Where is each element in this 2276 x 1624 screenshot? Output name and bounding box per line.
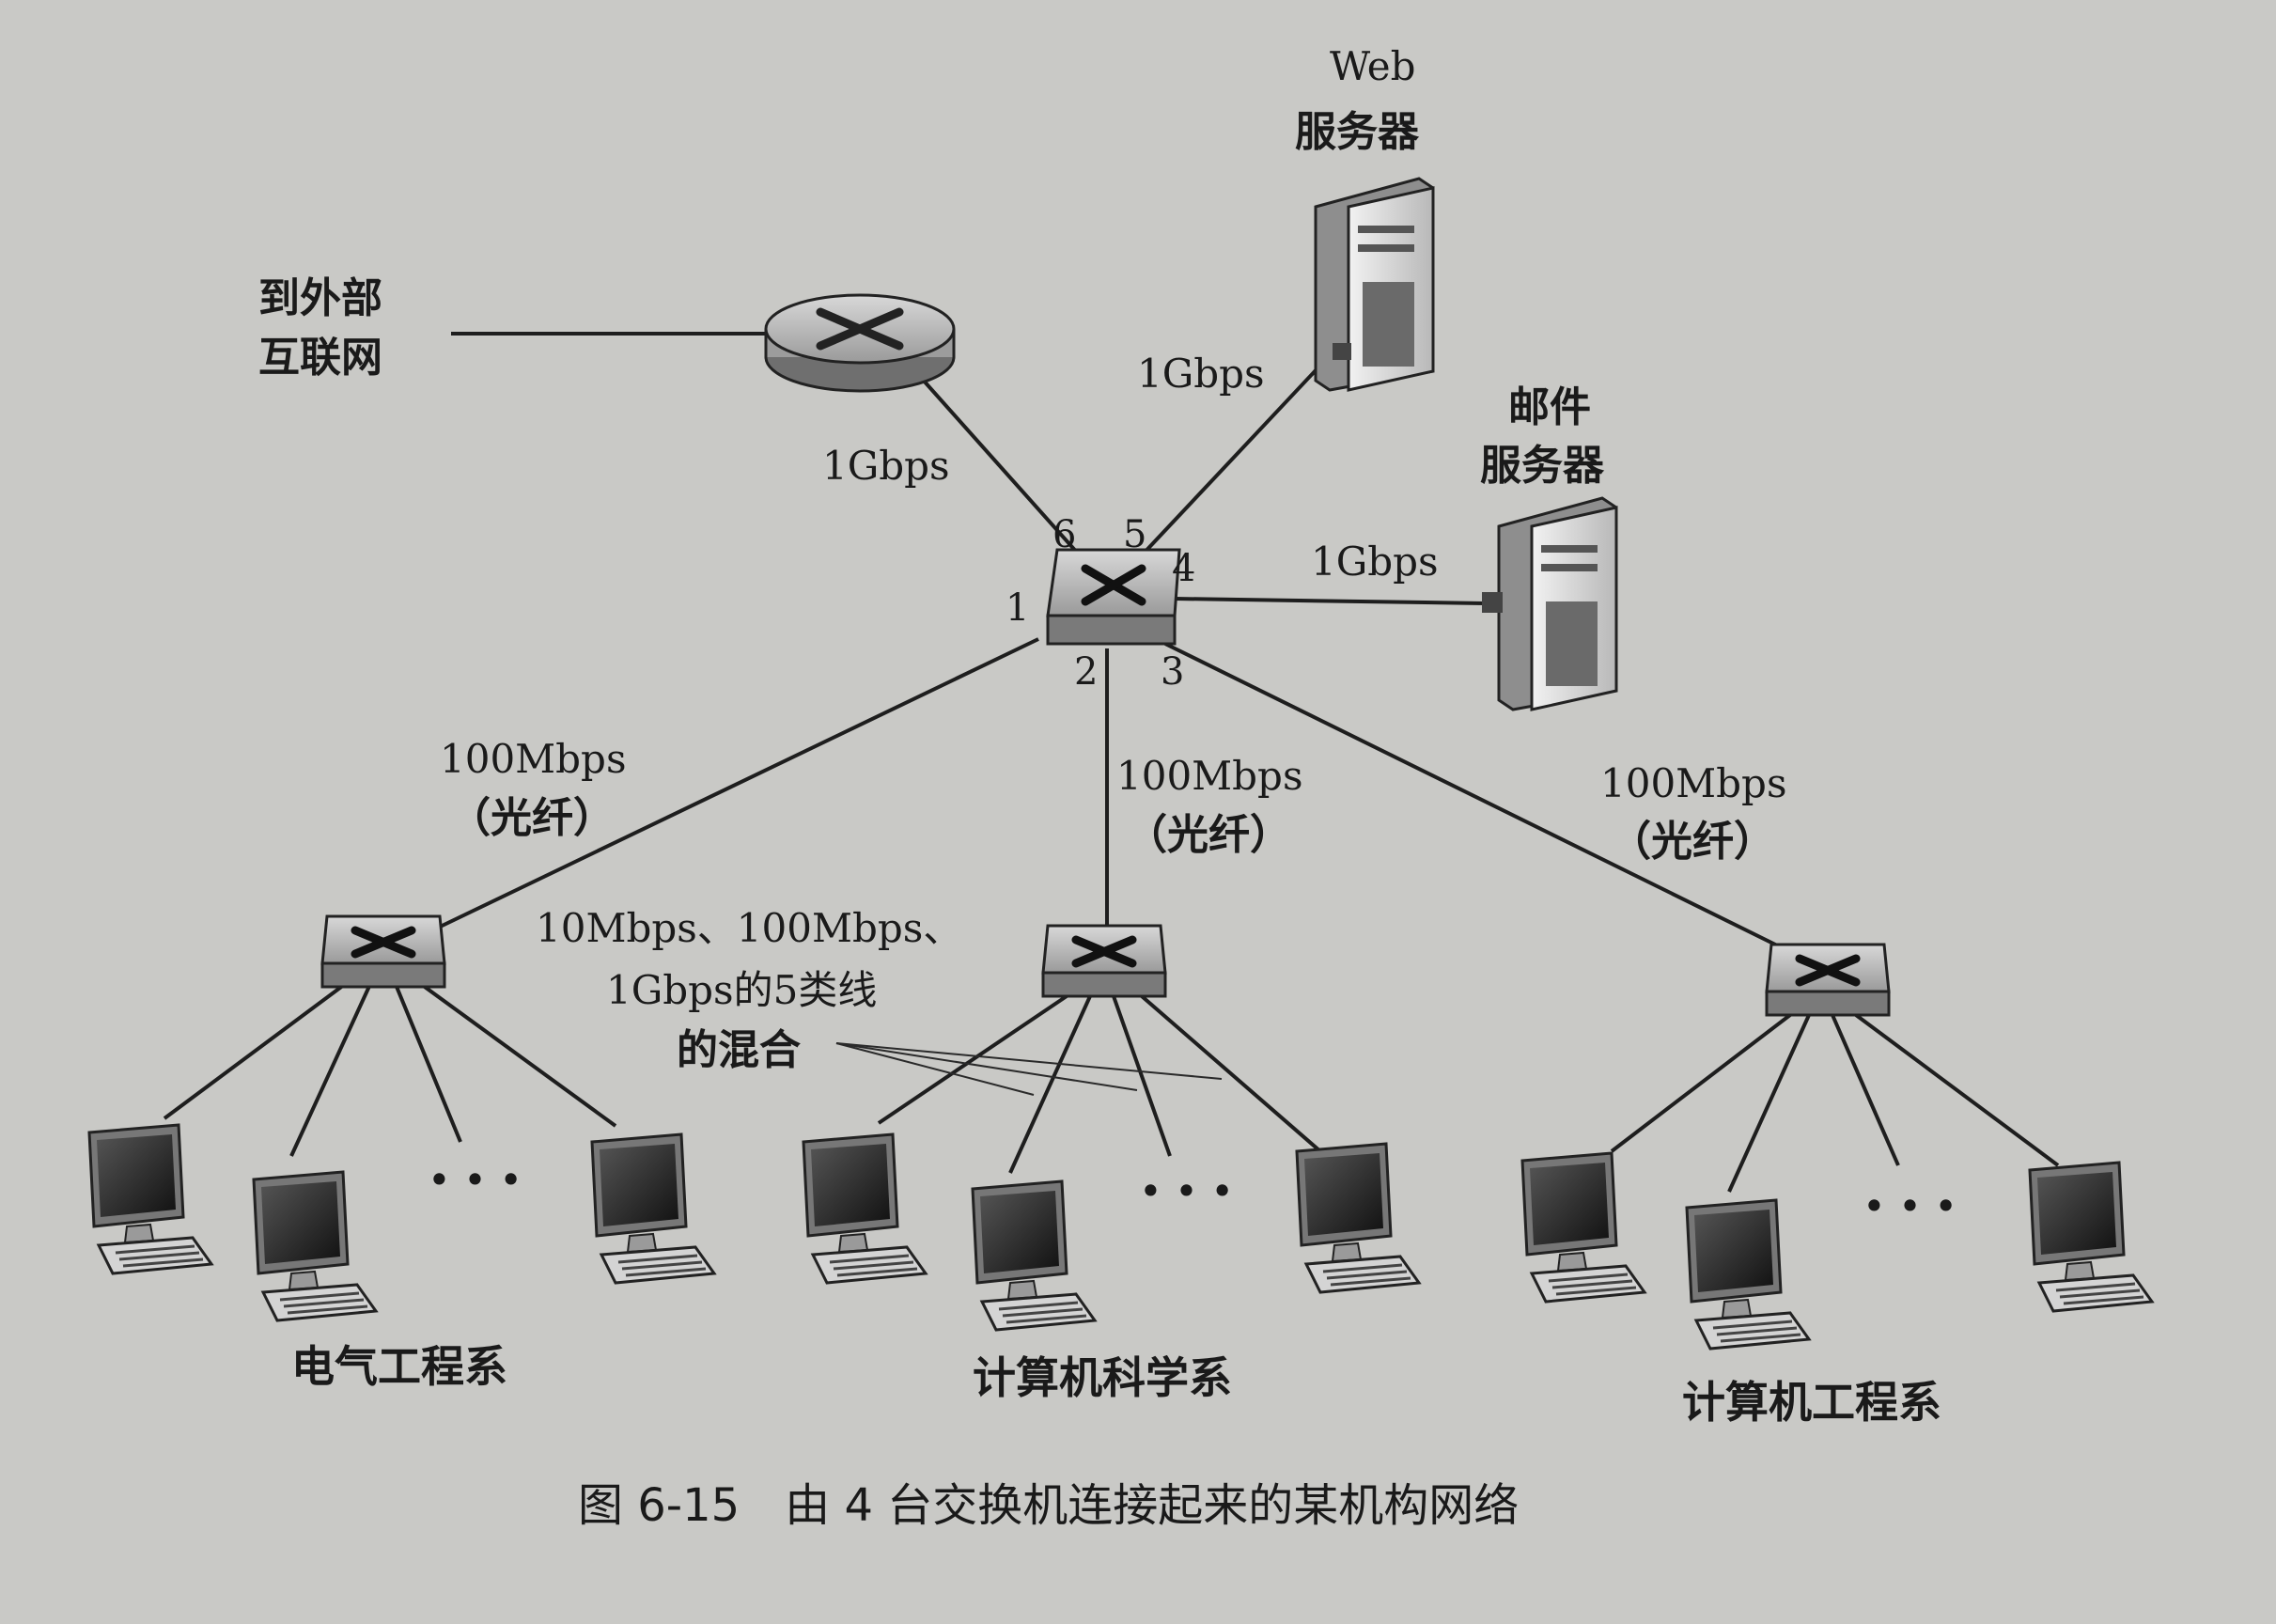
link-core-ce: [1164, 642, 1833, 975]
port-1: 1: [1005, 586, 1029, 630]
web-server-icon: [1314, 177, 1435, 392]
dept-cs: 计算机科学系: [973, 1352, 1232, 1403]
cs-uplink-speed: 100Mbps: [1116, 753, 1303, 799]
switch-ee: [320, 914, 446, 989]
port-3: 3: [1161, 650, 1184, 694]
switch-arrows-icon: [351, 926, 416, 959]
switch-ce: [1765, 943, 1891, 1017]
desktop-computer-icon: [252, 1170, 379, 1322]
cs-uplink-medium: （光纤）: [1126, 811, 1291, 859]
ellipsis-ce: • • •: [1863, 1183, 1957, 1229]
access-note-2: 1Gbps的5类线: [606, 967, 877, 1013]
desktop-computer-icon: [590, 1132, 717, 1285]
switch-arrows-icon: [1081, 564, 1146, 606]
desktop-computer-icon: [87, 1123, 214, 1275]
access-note-1: 10Mbps、100Mbps、: [536, 905, 962, 951]
dept-ee: 电气工程系: [291, 1341, 507, 1392]
mail-server-label-2: 服务器: [1480, 442, 1605, 490]
port-2: 2: [1074, 650, 1098, 694]
port-5: 5: [1123, 513, 1146, 556]
web-server-label-1: Web: [1330, 43, 1416, 89]
desktop-computer-icon: [1685, 1198, 1812, 1351]
port-6: 6: [1052, 513, 1076, 556]
router-link-speed: 1Gbps: [822, 443, 950, 489]
port-4: 4: [1172, 547, 1195, 590]
link-core-web: [1137, 351, 1334, 560]
link-core-mail: [1174, 597, 1486, 605]
ee-uplink-speed: 100Mbps: [440, 736, 627, 782]
figure-caption: 图 6-15 由 4 台交换机连接起来的某机构网络: [578, 1479, 1519, 1532]
desktop-computer-icon: [802, 1132, 928, 1285]
link-core-ee: [431, 637, 1039, 932]
computers: [87, 1123, 2155, 1351]
mail-link-speed: 1Gbps: [1311, 539, 1439, 585]
external-label-2: 互联网: [258, 334, 382, 382]
ellipsis-ee: • • •: [428, 1157, 522, 1203]
ellipsis-cs: • • •: [1139, 1168, 1234, 1214]
desktop-computer-icon: [2028, 1161, 2155, 1313]
router: [764, 293, 956, 393]
switch-arrows-icon: [1071, 935, 1137, 968]
mail-server-label-1: 邮件: [1508, 383, 1591, 431]
router-cross-icon: [816, 307, 904, 351]
access-note-3: 的混合: [677, 1026, 801, 1074]
switch-arrows-icon: [1795, 954, 1861, 987]
dept-ce: 计算机工程系: [1682, 1377, 1941, 1428]
links: [163, 332, 2060, 1193]
desktop-computer-icon: [1520, 1151, 1647, 1304]
core-switch: [1046, 548, 1181, 646]
ce-uplink-medium: （光纤）: [1610, 818, 1775, 866]
external-label-1: 到外部: [258, 274, 382, 322]
web-link-speed: 1Gbps: [1137, 351, 1265, 397]
web-server-label-2: 服务器: [1295, 108, 1420, 156]
desktop-computer-icon: [1295, 1142, 1422, 1294]
ee-uplink-medium: （光纤）: [449, 794, 615, 842]
switch-cs: [1041, 924, 1167, 998]
link-router-core: [905, 360, 1081, 556]
ce-uplink-speed: 100Mbps: [1600, 760, 1787, 806]
mail-server-icon: [1482, 496, 1618, 711]
desktop-computer-icon: [971, 1179, 1098, 1332]
